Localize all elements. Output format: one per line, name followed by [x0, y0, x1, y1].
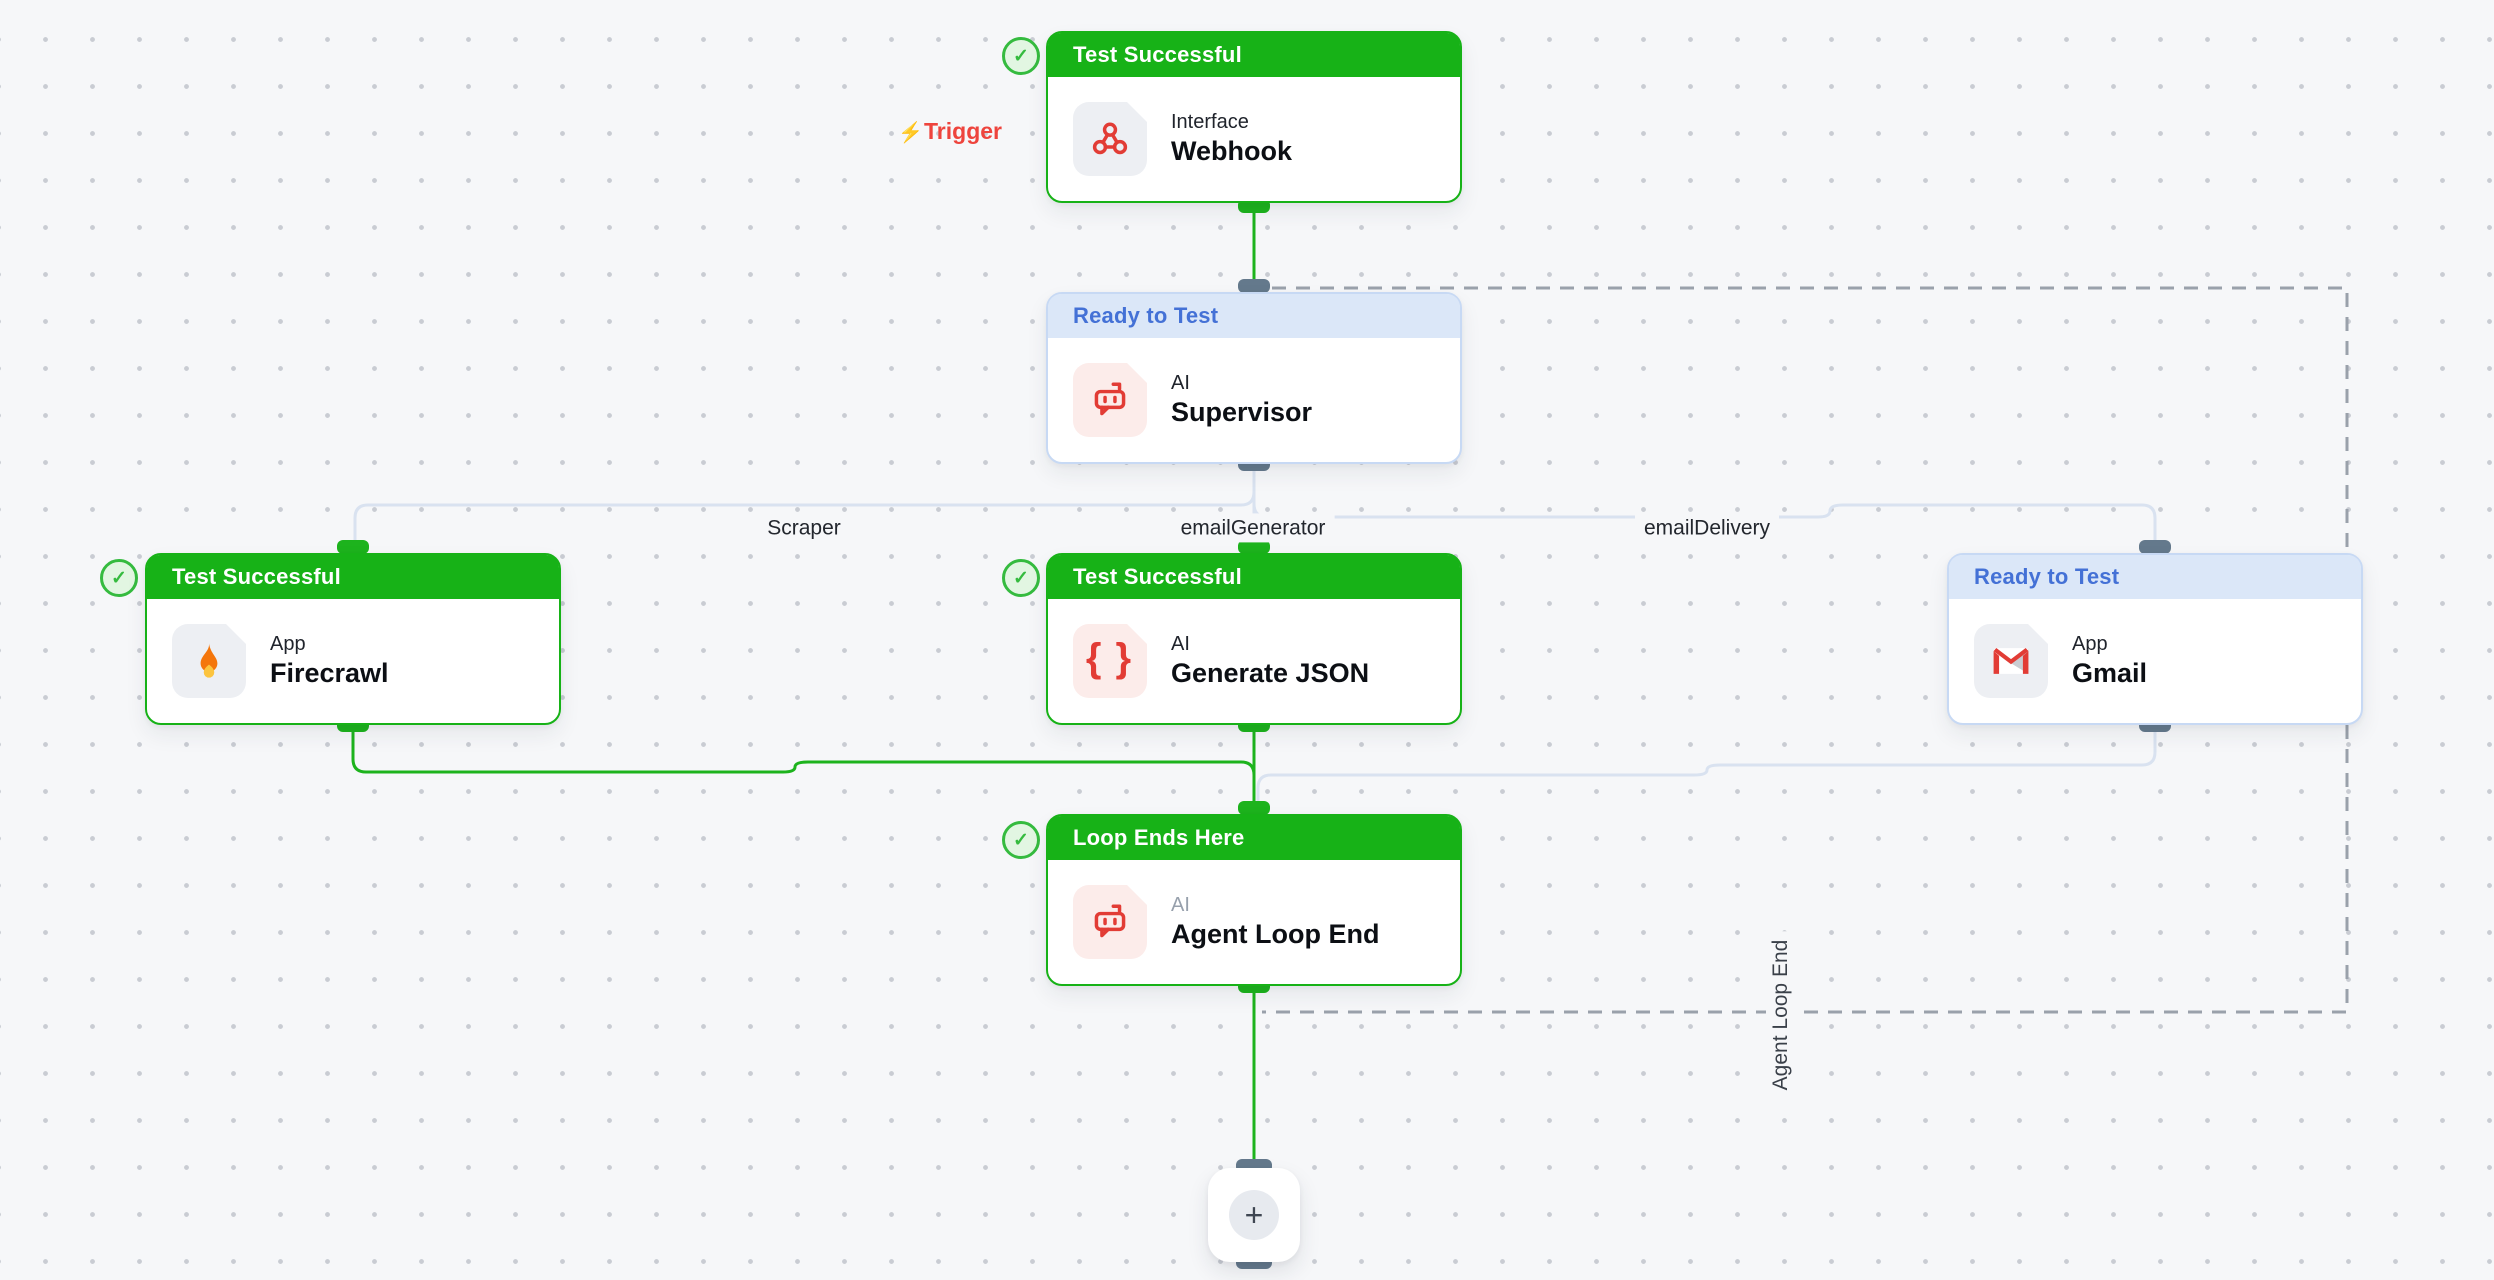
webhook-icon: [1073, 102, 1147, 176]
add-node-card[interactable]: +: [1208, 1168, 1300, 1262]
loop-region-border: [1262, 286, 2349, 1014]
node-status-header: Test Successful: [147, 555, 559, 599]
handle-supervisor-input[interactable]: [1238, 279, 1270, 293]
status-check-badge: ✓: [100, 559, 138, 597]
node-gmail[interactable]: Ready to Test App Gmail: [1947, 553, 2363, 725]
node-title: Generate JSON: [1171, 657, 1370, 688]
node-agent-loop-end[interactable]: Loop Ends Here AI Agent Loop End: [1046, 814, 1462, 986]
handle-generate-json-input[interactable]: [1238, 540, 1270, 554]
handle-agent-loop-end-input[interactable]: [1238, 801, 1270, 815]
check-icon: ✓: [111, 567, 127, 589]
node-firecrawl[interactable]: Test Successful App Firecrawl: [145, 553, 561, 725]
node-category: AI: [1171, 632, 1190, 655]
trigger-label: ⚡Trigger: [898, 118, 1002, 144]
node-generate-json[interactable]: Test Successful { } AI Generate JSON: [1046, 553, 1462, 725]
edge-label-email-generator: emailGenerator: [1171, 513, 1335, 543]
check-icon: ✓: [1013, 45, 1029, 67]
node-status-header: Loop Ends Here: [1048, 816, 1460, 860]
robot-icon: [1073, 363, 1147, 437]
node-status-header: Test Successful: [1048, 33, 1460, 77]
node-status-header: Ready to Test: [1949, 555, 2361, 599]
check-icon: ✓: [1013, 567, 1029, 589]
handle-firecrawl-input[interactable]: [337, 540, 369, 554]
check-icon: ✓: [1013, 829, 1029, 851]
node-title: Webhook: [1171, 135, 1292, 166]
node-category: AI: [1171, 893, 1190, 916]
flame-icon: [172, 624, 246, 698]
status-check-badge: ✓: [1002, 37, 1040, 75]
braces-icon: { }: [1073, 624, 1147, 698]
node-status-header: Ready to Test: [1048, 294, 1460, 338]
node-category: AI: [1171, 371, 1190, 394]
node-supervisor[interactable]: Ready to Test AI Supervisor: [1046, 292, 1462, 464]
lightning-bolt-icon: ⚡: [898, 122, 924, 144]
node-category: App: [2072, 632, 2108, 655]
plus-icon: +: [1244, 1197, 1264, 1233]
status-check-badge: ✓: [1002, 821, 1040, 859]
status-check-badge: ✓: [1002, 559, 1040, 597]
node-status-header: Test Successful: [1048, 555, 1460, 599]
add-node-button[interactable]: +: [1229, 1190, 1279, 1240]
node-webhook[interactable]: Test Successful Interface Webhook: [1046, 31, 1462, 203]
edge-firecrawl-agent-loop-end[interactable]: [351, 729, 1256, 818]
edge-gmail-agent-loop-end[interactable]: [1256, 729, 2157, 818]
node-title: Agent Loop End: [1171, 918, 1380, 949]
robot-icon: [1073, 885, 1147, 959]
handle-gmail-input[interactable]: [2139, 540, 2171, 554]
node-title: Supervisor: [1171, 396, 1313, 427]
loop-region-label: Agent Loop End: [1766, 931, 1796, 1099]
node-category: Interface: [1171, 110, 1249, 133]
edge-label-scraper: Scraper: [758, 513, 850, 543]
node-category: App: [270, 632, 306, 655]
gmail-icon: [1974, 624, 2048, 698]
edge-label-email-delivery: emailDelivery: [1634, 513, 1780, 543]
node-title: Firecrawl: [270, 657, 389, 688]
node-title: Gmail: [2072, 657, 2148, 688]
